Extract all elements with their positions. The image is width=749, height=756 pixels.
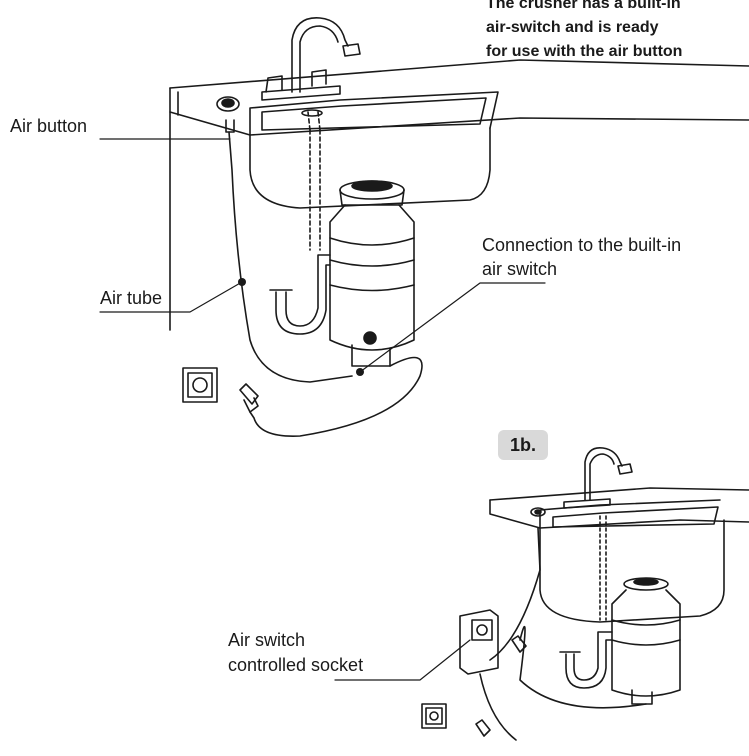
label-air-button: Air button: [10, 116, 88, 136]
air-tube-main: [228, 131, 353, 383]
food-waste-disposer: [329, 180, 415, 367]
label-socket-line1: Air switch: [228, 630, 306, 650]
countertop: [169, 59, 749, 331]
disposer-1b: [611, 577, 681, 705]
counter-1b: [489, 487, 749, 623]
figure-badge: 1b.: [498, 430, 548, 460]
label-air-tube: Air tube: [100, 288, 163, 308]
note-line-1: The crusher has a built-in: [486, 0, 681, 12]
sink-basin: [249, 97, 491, 209]
plug-main: [239, 383, 259, 413]
faucet-1b: [563, 446, 633, 509]
label-connection-line1: Connection to the built-in: [482, 235, 682, 255]
label-connection-line2: air switch: [482, 259, 558, 279]
label-socket-line2: controlled socket: [228, 655, 364, 675]
plug-1b-bottom: [475, 719, 491, 737]
wall-socket-main: [182, 367, 218, 403]
air-button-main: [216, 96, 240, 133]
note-line-3: for use with the air button: [486, 43, 683, 60]
wall-socket-1b: [421, 703, 447, 729]
note-line-2: air-switch and is ready: [486, 19, 659, 36]
air-switch-socket-box: [459, 609, 499, 675]
faucet: [261, 17, 361, 101]
air-button-1b: [530, 507, 546, 517]
plug-1b-top: [511, 635, 527, 653]
